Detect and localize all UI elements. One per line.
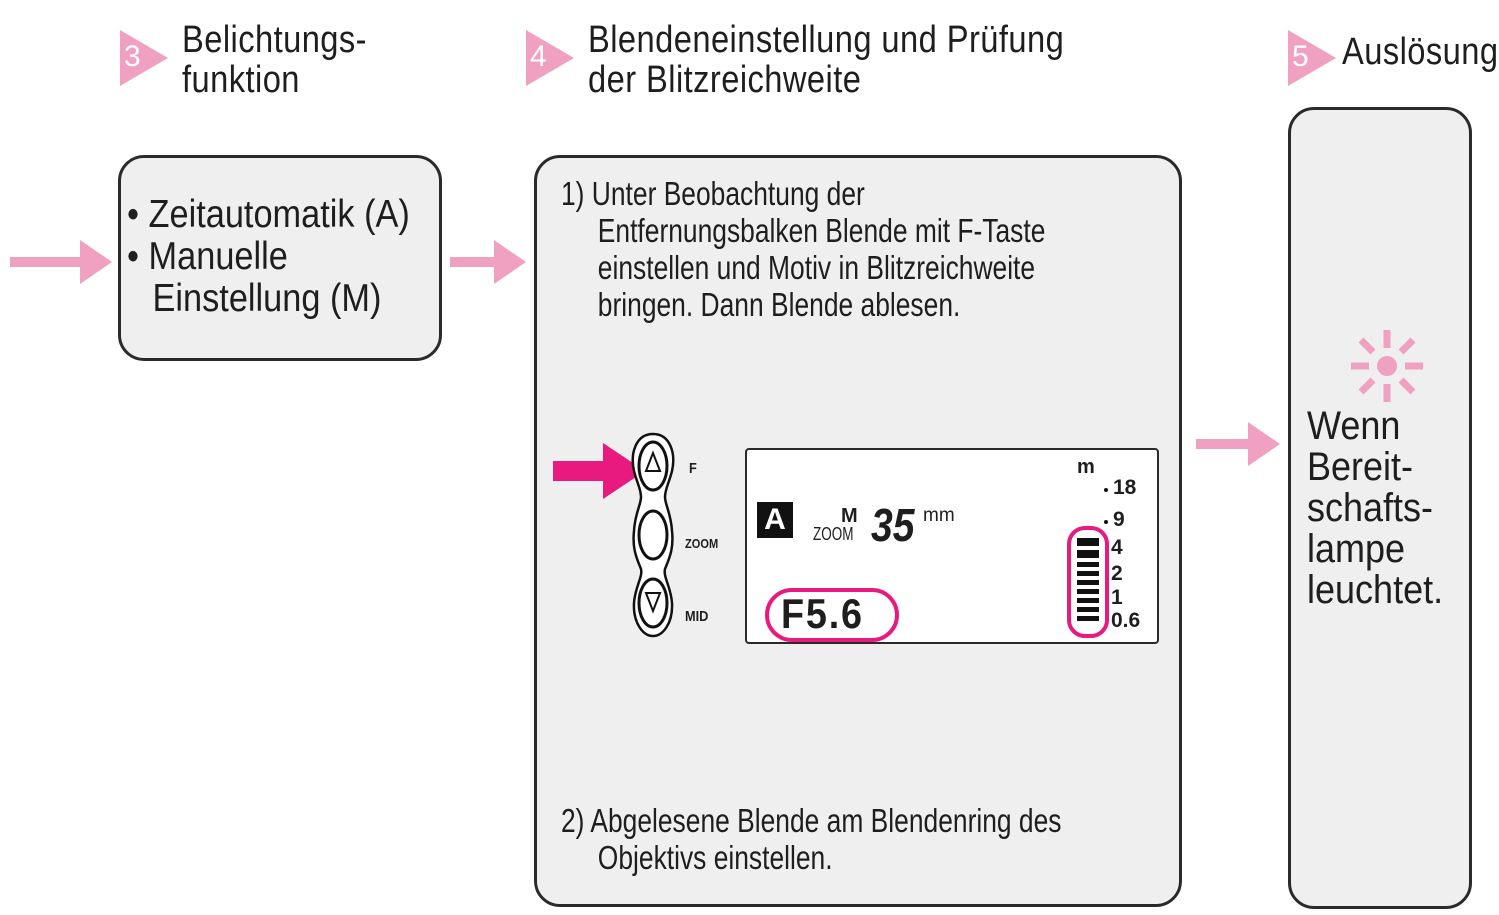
step-4-title-line1: Blendeneinstellung und Prüfung	[588, 19, 1065, 61]
distance-scale-18: 18	[1113, 476, 1137, 499]
step-3-title: Belichtungs- funktion	[182, 20, 367, 100]
step-4-badge: 4	[526, 30, 574, 86]
instruction-1-line4: bringen. Dann Blende ablesen.	[597, 286, 961, 323]
step-4-number: 4	[530, 40, 547, 73]
step-5-title: Auslösung	[1342, 32, 1498, 72]
flow-arrow-in	[10, 238, 112, 286]
instruction-1: 1) Unter Beobachtung der Entfernungsbalk…	[561, 175, 1045, 323]
step-5-number: 5	[1292, 40, 1309, 73]
instruction-2-line1: 2) Abgelesene Blende am Blendenring des	[561, 802, 1062, 839]
distance-scale-9: 9	[1113, 508, 1125, 531]
exposure-mode-item-aperture-priority: • Zeitautomatik (A)	[127, 193, 410, 236]
ready-lamp-text-line4: lampe	[1307, 527, 1406, 571]
distance-scale-dot-9	[1104, 520, 1108, 524]
lcd-distance-unit: m	[1077, 456, 1095, 478]
aperture-setting-box: 1) Unter Beobachtung der Entfernungsbalk…	[534, 155, 1182, 907]
step-3-title-line2: funktion	[182, 59, 300, 101]
instruction-2: 2) Abgelesene Blende am Blendenring des …	[561, 802, 1062, 876]
triangle-up-icon[interactable]	[637, 440, 669, 492]
exposure-mode-item-manual: • Manuelle	[127, 235, 288, 278]
exposure-mode-item-manual-cont: Einstellung (M)	[152, 277, 382, 320]
lcd-mode-indicator: A	[757, 502, 793, 538]
distance-scale-dot-18	[1104, 488, 1108, 492]
instruction-1-line1: 1) Unter Beobachtung der	[561, 175, 865, 212]
step-4-badge-shape	[526, 30, 574, 86]
pointer-arrow-icon	[553, 443, 645, 504]
exposure-mode-list: • Zeitautomatik (A) • Manuelle Einstellu…	[127, 194, 410, 320]
lcd-focal-length: 35	[871, 499, 915, 551]
distance-scale-1: 1	[1111, 586, 1123, 609]
distance-scale-4: 4	[1111, 536, 1123, 559]
lcd-zoom-mode: M	[841, 505, 858, 527]
step-3-title-line1: Belichtungs-	[182, 19, 368, 61]
flow-arrow-3-to-4	[450, 238, 526, 286]
distance-scale-0-6: 0.6	[1111, 609, 1141, 632]
ready-lamp-text: Wenn Bereit- schafts- lampe leuchtet.	[1307, 406, 1443, 611]
distance-bar-segments	[1077, 538, 1099, 621]
flow-arrow-4-to-5	[1196, 420, 1280, 468]
lcd-focal-unit: mm	[923, 505, 955, 526]
exposure-mode-box: • Zeitautomatik (A) • Manuelle Einstellu…	[118, 155, 442, 361]
instruction-1-line3: einstellen und Motiv in Blitzreichweite	[597, 249, 1036, 286]
lcd-aperture-value: F5.6	[781, 590, 864, 637]
mid-button-label: MID	[685, 608, 709, 625]
step-5-badge-shape	[1288, 30, 1336, 86]
zoom-button-label: ZOOM	[685, 536, 719, 551]
step-5-title-line1: Auslösung	[1342, 31, 1499, 73]
oval-button-icon[interactable]	[637, 509, 669, 561]
ready-lamp-text-line1: Wenn	[1307, 404, 1401, 448]
instruction-1-line2: Entfernungsbalken Blende mit F-Taste	[597, 212, 1046, 249]
aperture-highlight	[765, 588, 899, 642]
distance-scale-2: 2	[1111, 562, 1123, 585]
lcd-zoom-label: ZOOM	[813, 524, 854, 544]
ready-lamp-text-line5: leuchtet.	[1307, 568, 1444, 612]
f-button-label: F	[689, 460, 697, 477]
ready-lamp-text-line2: Bereit-	[1307, 445, 1414, 489]
step-4-title-line2: der Blitzreichweite	[588, 59, 862, 101]
distance-bar-highlight	[1067, 526, 1109, 638]
step-4-title: Blendeneinstellung und Prüfung der Blitz…	[588, 20, 1064, 100]
ready-lamp-text-line3: schafts-	[1307, 486, 1434, 530]
ready-lamp-icon	[1349, 328, 1425, 409]
lcd-panel: A M ZOOM 35 mm F5.6 m 18 9 4 2 1 0.6	[745, 448, 1159, 644]
step-3-badge: 3	[120, 30, 168, 86]
step-5-badge: 5	[1288, 30, 1336, 86]
release-box: Wenn Bereit- schafts- lampe leuchtet.	[1288, 107, 1472, 909]
flash-button-panel	[629, 431, 677, 644]
step-3-number: 3	[124, 40, 141, 73]
instruction-2-line2: Objektivs einstellen.	[597, 839, 833, 876]
step-3-badge-shape	[120, 30, 168, 86]
triangle-down-icon[interactable]	[637, 577, 669, 629]
